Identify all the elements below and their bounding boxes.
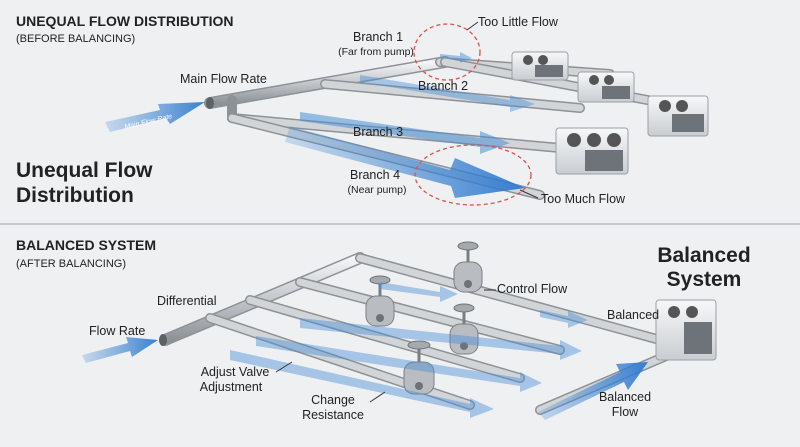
branch3-arrow [300,112,510,154]
inlet-flow-arrow [82,337,158,363]
balanced-flow-arrow [538,362,648,420]
too-much-flow-label: Too Much Flow [541,192,626,206]
branch1-note: (Far from pump) [338,46,414,58]
balanced-label: Balanced [607,308,659,322]
change-resistance-leader [369,391,386,403]
too-little-flow-label: Too Little Flow [478,15,559,29]
adjust-valve-label-line2: Adjustment [200,380,263,394]
balancing-valve-4 [403,340,435,395]
branch4-label: Branch 4 [350,168,400,182]
branch4-arrow [285,126,525,198]
balanced-branch1-arrow [380,282,458,302]
branch4-note: (Near pump) [348,184,407,196]
bottom-cooling-unit [655,299,717,361]
bottom-heading: BALANCED SYSTEM [16,237,156,253]
top-cooling-unit-3 [647,95,709,137]
control-flow-label: Control Flow [497,282,568,296]
branch2-label: Branch 2 [418,79,468,93]
top-cooling-unit-1 [511,51,569,81]
top-section: UNEQUAL FLOW DISTRIBUTION (BEFORE BALANC… [16,13,709,207]
change-resistance-label-line2: Resistance [302,408,364,422]
top-flow-arrows [105,52,535,198]
too-little-leader [466,21,479,31]
control-flow-arrow [540,310,588,328]
top-big-title-line2: Distribution [16,184,134,207]
top-subheading: (BEFORE BALANCING) [16,33,135,45]
balanced-branch3-arrow [256,336,542,392]
balanced-flow-label-line2: Flow [612,405,639,419]
balancing-valve-3 [449,303,479,355]
balancing-valve-2 [365,275,395,327]
too-much-callout-circle [414,144,532,206]
branch2-arrow [360,75,535,112]
too-little-callout-circle [413,23,481,81]
change-resistance-label-line1: Change [311,393,355,407]
branch3-label: Branch 3 [353,125,403,139]
flow-rate-label: Flow Rate [89,324,145,338]
too-much-leader [519,189,539,199]
main-flow-arrow [105,102,205,132]
top-big-title-line1: Unequal Flow [16,159,153,182]
bottom-flow-arrows [82,282,648,420]
balancing-valve-1 [453,241,483,293]
top-cooling-unit-4 [555,127,629,175]
top-heading: UNEQUAL FLOW DISTRIBUTION [16,13,234,29]
bottom-section: BALANCED SYSTEM (AFTER BALANCING) Balanc… [16,237,751,422]
top-cooling-unit-2 [577,71,635,103]
branch1-label: Branch 1 [353,30,403,44]
bottom-big-title-line2: System [667,268,742,291]
bottom-subheading: (AFTER BALANCING) [16,258,126,270]
balanced-branch4-arrow [230,350,494,418]
bottom-big-title-line1: Balanced [657,244,750,267]
branch1-arrow [440,52,472,63]
differential-label: Differential [157,294,217,308]
adjust-valve-leader [275,361,293,373]
adjust-valve-label-line1: Adjust Valve [201,365,270,379]
balanced-branch2-arrow [300,318,582,360]
balanced-flow-label-line1: Balanced [599,390,651,404]
main-flow-rate-label: Main Flow Rate [180,72,267,86]
